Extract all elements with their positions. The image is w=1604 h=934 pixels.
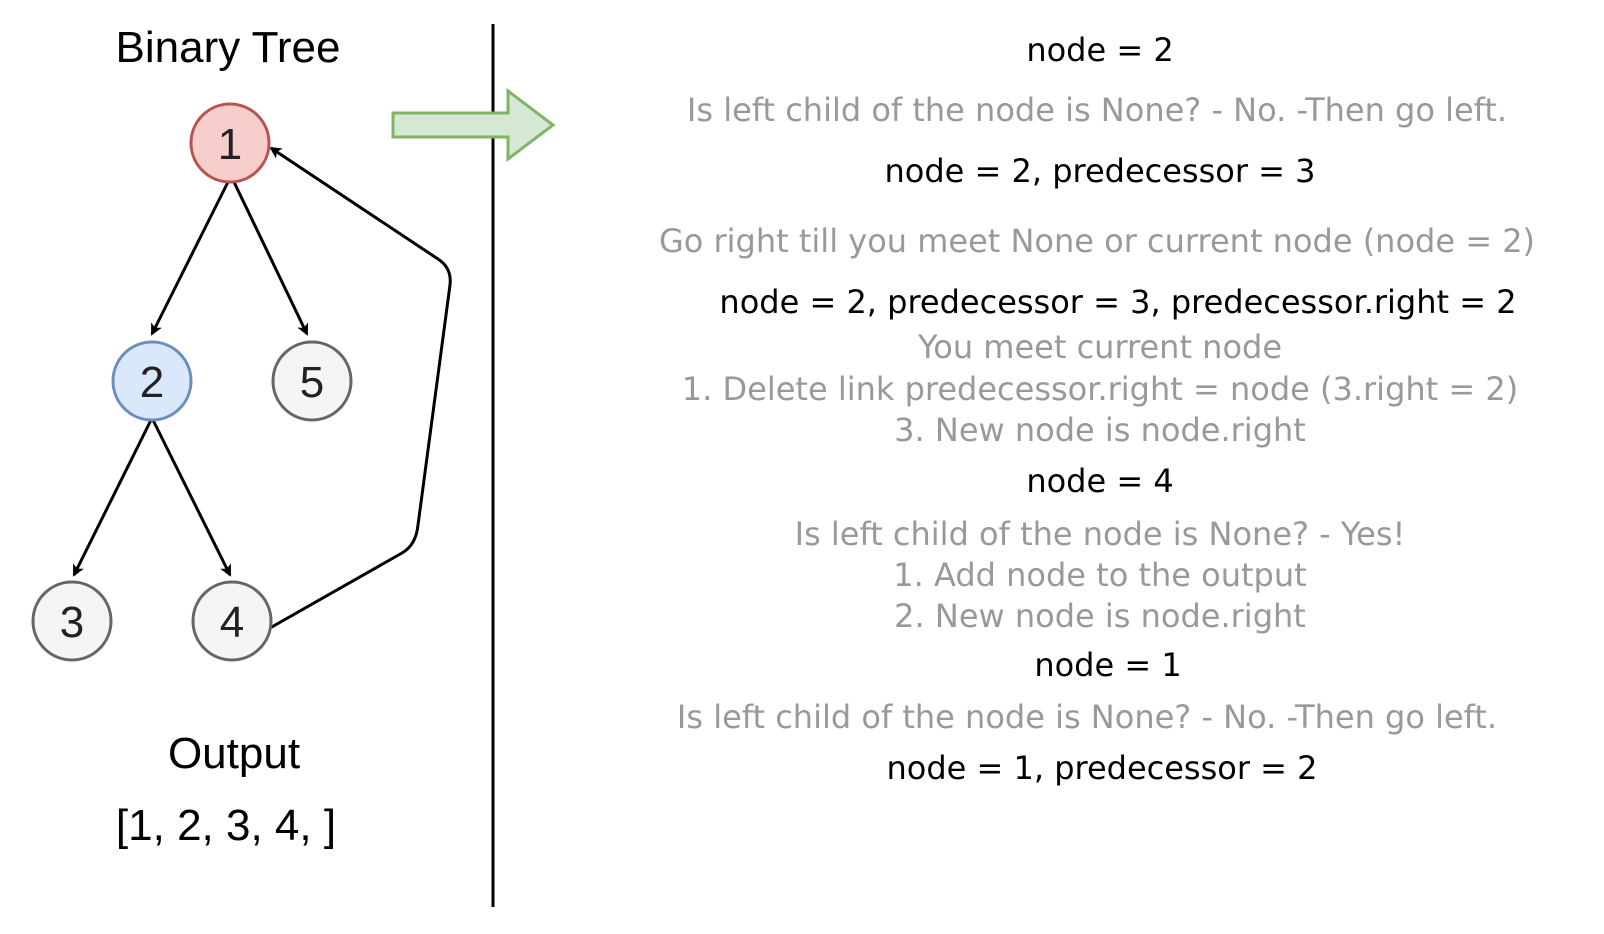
tree-node-3-circle bbox=[31, 580, 113, 662]
tree-title: Binary Tree bbox=[116, 23, 341, 72]
edge-2-3 bbox=[72, 417, 154, 577]
tree-node-1-label: 1 bbox=[218, 120, 242, 169]
step-line-12: 2. New node is node.right bbox=[894, 597, 1306, 635]
step-line-4: Go right till you meet None or current n… bbox=[659, 222, 1535, 260]
thread-link-4-to-1 bbox=[269, 146, 452, 630]
tree-node-1-circle bbox=[189, 102, 271, 184]
tree-node-4-circle bbox=[191, 580, 273, 662]
tree-node-2-label: 2 bbox=[140, 358, 164, 407]
tree-node-2: 2 bbox=[111, 340, 193, 422]
tree-node-1: 1 bbox=[189, 102, 271, 184]
step-line-6: You meet current node bbox=[917, 328, 1282, 366]
tree-node-2-circle bbox=[111, 340, 193, 422]
step-line-13: node = 1 bbox=[1034, 646, 1181, 684]
tree-node-5: 5 bbox=[271, 340, 353, 422]
output-value: [1, 2, 3, 4, ] bbox=[116, 801, 336, 850]
right-arrow-icon bbox=[391, 87, 556, 163]
steps-panel: node = 2 Is left child of the node is No… bbox=[659, 31, 1535, 787]
edge-2-4 bbox=[150, 417, 232, 577]
tree-node-4: 4 bbox=[191, 580, 273, 662]
step-line-5: node = 2, predecessor = 3, predecessor.r… bbox=[719, 283, 1516, 321]
step-line-14: Is left child of the node is None? - No.… bbox=[677, 698, 1497, 736]
step-line-9: node = 4 bbox=[1026, 462, 1173, 500]
step-line-7: 1. Delete link predecessor.right = node … bbox=[682, 370, 1518, 408]
tree-node-5-circle bbox=[271, 340, 353, 422]
step-line-8: 3. New node is node.right bbox=[894, 411, 1306, 449]
edge-1-2 bbox=[150, 181, 230, 336]
tree-node-5-label: 5 bbox=[300, 358, 324, 407]
tree-node-3-label: 3 bbox=[60, 598, 84, 647]
step-line-10: Is left child of the node is None? - Yes… bbox=[795, 515, 1406, 553]
tree-node-3: 3 bbox=[31, 580, 113, 662]
output-label: Output bbox=[168, 729, 300, 778]
step-line-3: node = 2, predecessor = 3 bbox=[884, 152, 1315, 190]
step-line-15: node = 1, predecessor = 2 bbox=[886, 749, 1317, 787]
step-line-2: Is left child of the node is None? - No.… bbox=[687, 91, 1507, 129]
step-line-11: 1. Add node to the output bbox=[893, 556, 1306, 594]
tree-node-4-label: 4 bbox=[220, 598, 244, 647]
edge-1-5 bbox=[232, 181, 309, 336]
step-line-1: node = 2 bbox=[1026, 31, 1173, 69]
tree-edges bbox=[72, 146, 452, 630]
